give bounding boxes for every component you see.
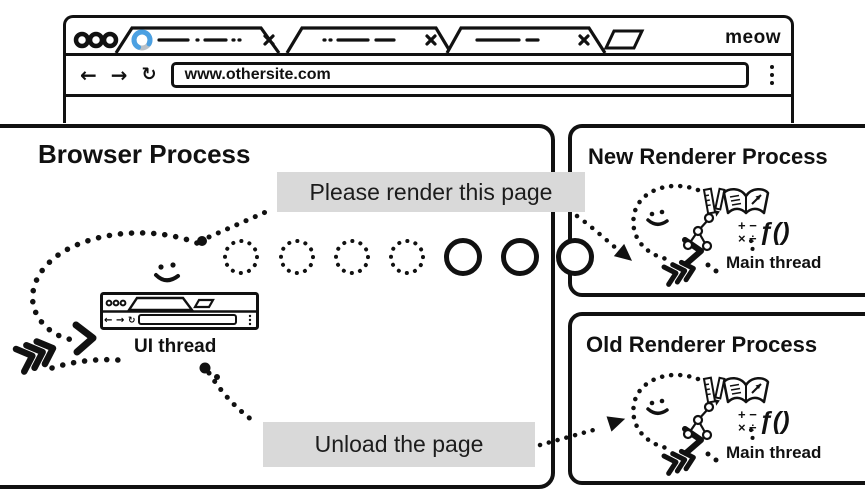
forward-button[interactable]: → <box>110 63 128 87</box>
reload-button[interactable]: ↻ <box>141 64 157 85</box>
window-control-dot[interactable] <box>87 31 105 49</box>
brand-logo: meow <box>725 27 781 48</box>
message-unload-page-text: Unload the page <box>314 431 484 457</box>
tab-2[interactable] <box>285 26 453 53</box>
message-render-page: Please render this page <box>277 172 585 212</box>
address-bar[interactable]: www.othersite.com <box>170 62 749 88</box>
toolbar: ← → ↻ www.othersite.com <box>66 56 791 97</box>
window-control-dots[interactable] <box>73 31 119 49</box>
ui-thread-label: UI thread <box>134 336 217 357</box>
loading-spinner-icon <box>131 29 153 51</box>
tab-close-icon[interactable] <box>425 34 437 46</box>
main-thread-label-old: Main thread <box>726 443 822 462</box>
tab-close-icon[interactable] <box>263 34 275 46</box>
browser-process-title: Browser Process <box>38 139 251 169</box>
tab-3[interactable] <box>445 26 607 53</box>
url-text: www.othersite.com <box>184 66 331 83</box>
window-control-dot[interactable] <box>101 31 119 49</box>
tabs-illustration <box>73 26 645 53</box>
browser-window: meow ← → ↻ www.othersite.com <box>63 15 794 123</box>
window-control-dot[interactable] <box>73 31 91 49</box>
tab-close-icon[interactable] <box>578 34 590 46</box>
message-unload-page: Unload the page <box>263 422 535 467</box>
new-renderer-process-title: New Renderer Process <box>588 144 828 169</box>
message-render-page-text: Please render this page <box>309 179 553 205</box>
tab-loading[interactable] <box>114 26 281 53</box>
back-button[interactable]: ← <box>80 63 97 87</box>
tab-strip: meow <box>66 18 791 56</box>
new-tab-button[interactable] <box>603 29 645 50</box>
main-thread-label-new: Main thread <box>726 253 822 272</box>
old-renderer-process-title: Old Renderer Process <box>586 332 818 357</box>
menu-icon[interactable] <box>770 65 774 85</box>
